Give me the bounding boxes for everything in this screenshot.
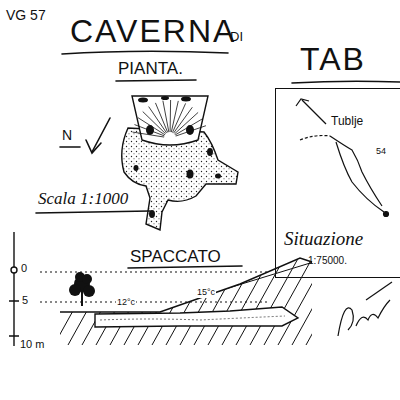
north-arrowhead: [86, 140, 101, 153]
scale-bar: [13, 232, 14, 346]
entrance-doline: [132, 96, 208, 145]
sheet-code: VG 57: [6, 8, 46, 23]
temperature-label: 12°c: [116, 298, 136, 308]
scale-underline: [36, 211, 150, 213]
place-name: Tublje: [331, 115, 363, 128]
north-arrow: [92, 118, 110, 152]
inset-scale: 1:75000.: [308, 255, 347, 266]
title-underline: [292, 81, 400, 83]
title-word: TAB: [300, 42, 366, 77]
title-underline: [62, 51, 228, 54]
view-heading: PIANTA.: [118, 60, 183, 79]
road-map: [296, 99, 389, 217]
cave-section: [9, 220, 384, 346]
scale-tick: 0: [21, 262, 27, 274]
signature: [338, 282, 392, 336]
scale-tick: 10 m: [20, 338, 44, 350]
plan-underline: [116, 80, 196, 81]
elevation: 54: [376, 147, 386, 157]
cave-plan: [122, 96, 238, 230]
title-word: CAVERNA: [70, 14, 236, 49]
scale-label: Scala 1:1000: [38, 190, 128, 209]
title-word: DI: [230, 30, 243, 44]
view-heading: SPACCATO: [130, 248, 221, 267]
north-label: N: [62, 128, 72, 143]
section-underline: [128, 266, 242, 268]
inset-heading: Situazione: [284, 229, 363, 250]
location-inset: Tublje 54Situazione 1:75000.: [275, 88, 400, 278]
temperature-label: 15°c: [196, 288, 216, 298]
north-mark: [60, 146, 80, 148]
scale-tick: 5: [22, 294, 28, 306]
